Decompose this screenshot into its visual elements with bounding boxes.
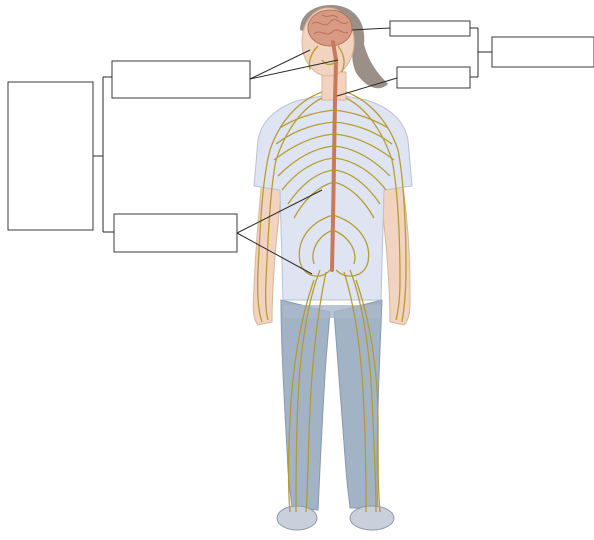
human-figure-nervous-system-icon <box>253 5 412 530</box>
label-box-mid-small <box>397 67 470 88</box>
left-bracket <box>93 77 114 232</box>
brain <box>308 10 352 46</box>
label-box-upper-left <box>112 61 250 98</box>
label-box-right-group <box>492 37 594 67</box>
label-box-lower-left <box>114 214 237 252</box>
label-box-top-small <box>390 21 470 36</box>
right-bracket <box>470 28 492 77</box>
label-box-left-group <box>8 82 93 230</box>
